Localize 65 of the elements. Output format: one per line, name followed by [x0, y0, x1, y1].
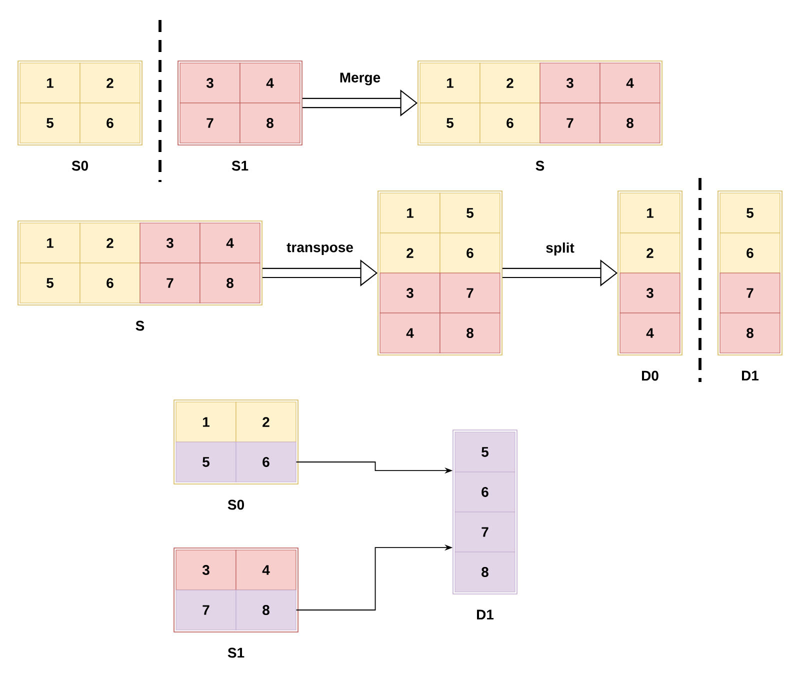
table-cell: 6 — [454, 472, 516, 512]
table-cell: 3 — [180, 62, 240, 104]
table-cell: 6 — [440, 232, 500, 274]
node-label: S — [536, 160, 544, 171]
table-cell: 3 — [176, 550, 236, 590]
table-cell: 1 — [176, 402, 236, 442]
table-cell: 7 — [540, 102, 600, 144]
table-cell: 1 — [380, 192, 440, 234]
table-cell: 6 — [80, 102, 140, 144]
table-cell: 1 — [20, 222, 80, 264]
table-cell: 1 — [620, 192, 680, 234]
table-cell: 5 — [440, 192, 500, 234]
node-label: S — [136, 320, 144, 331]
table-cell: 3 — [620, 272, 680, 314]
table-cell: 8 — [720, 312, 780, 354]
table-cell: 2 — [80, 222, 140, 264]
table-cell: 5 — [720, 192, 780, 234]
table-cell: 8 — [200, 262, 260, 304]
table-cell: 2 — [236, 402, 296, 442]
node-label: S1 — [228, 648, 244, 658]
table-cell: 6 — [480, 102, 540, 144]
table-cell: 6 — [720, 232, 780, 274]
table-cell: 8 — [454, 552, 516, 592]
table-cell: 4 — [380, 312, 440, 354]
table-cell: 7 — [720, 272, 780, 314]
table-cell: 7 — [176, 590, 236, 630]
table-cell: 5 — [420, 102, 480, 144]
table-cell: 1 — [420, 62, 480, 104]
table-cell: 2 — [480, 62, 540, 104]
node-label: S1 — [232, 160, 248, 171]
table-cell: 7 — [140, 262, 200, 304]
table-cell: 6 — [80, 262, 140, 304]
table-cell: 2 — [80, 62, 140, 104]
table-cell: 7 — [180, 102, 240, 144]
table-cell: 4 — [620, 312, 680, 354]
edge-label: split — [546, 242, 574, 256]
node-label: S0 — [72, 160, 88, 171]
table-cell: 3 — [140, 222, 200, 264]
table-cell: 5 — [20, 262, 80, 304]
table-cell: 5 — [176, 442, 236, 482]
table-cell: 4 — [600, 62, 660, 104]
table-cell: 3 — [540, 62, 600, 104]
table-cell: 8 — [600, 102, 660, 144]
table-cell: 4 — [200, 222, 260, 264]
table-cell: 5 — [454, 432, 516, 472]
table-cell: 7 — [454, 512, 516, 552]
table-cell: 8 — [236, 590, 296, 630]
table-cell: 7 — [440, 272, 500, 314]
table-cell: 4 — [236, 550, 296, 590]
node-label: D1 — [742, 370, 759, 380]
node-label: S0 — [228, 500, 244, 510]
table-cell: 1 — [20, 62, 80, 104]
table-cell: 8 — [240, 102, 300, 144]
node-label: D1 — [477, 610, 494, 620]
table-cell: 8 — [440, 312, 500, 354]
edge-label: transpose — [286, 243, 353, 256]
table-cell: 6 — [236, 442, 296, 482]
table-cell: 3 — [380, 272, 440, 314]
table — [378, 190, 502, 356]
table-cell: 4 — [240, 62, 300, 104]
table-cell: 5 — [20, 102, 80, 144]
table-cell: 2 — [620, 232, 680, 274]
table-cell: 2 — [380, 232, 440, 274]
edge-label: Merge — [340, 72, 380, 86]
node-label: D0 — [642, 370, 658, 381]
